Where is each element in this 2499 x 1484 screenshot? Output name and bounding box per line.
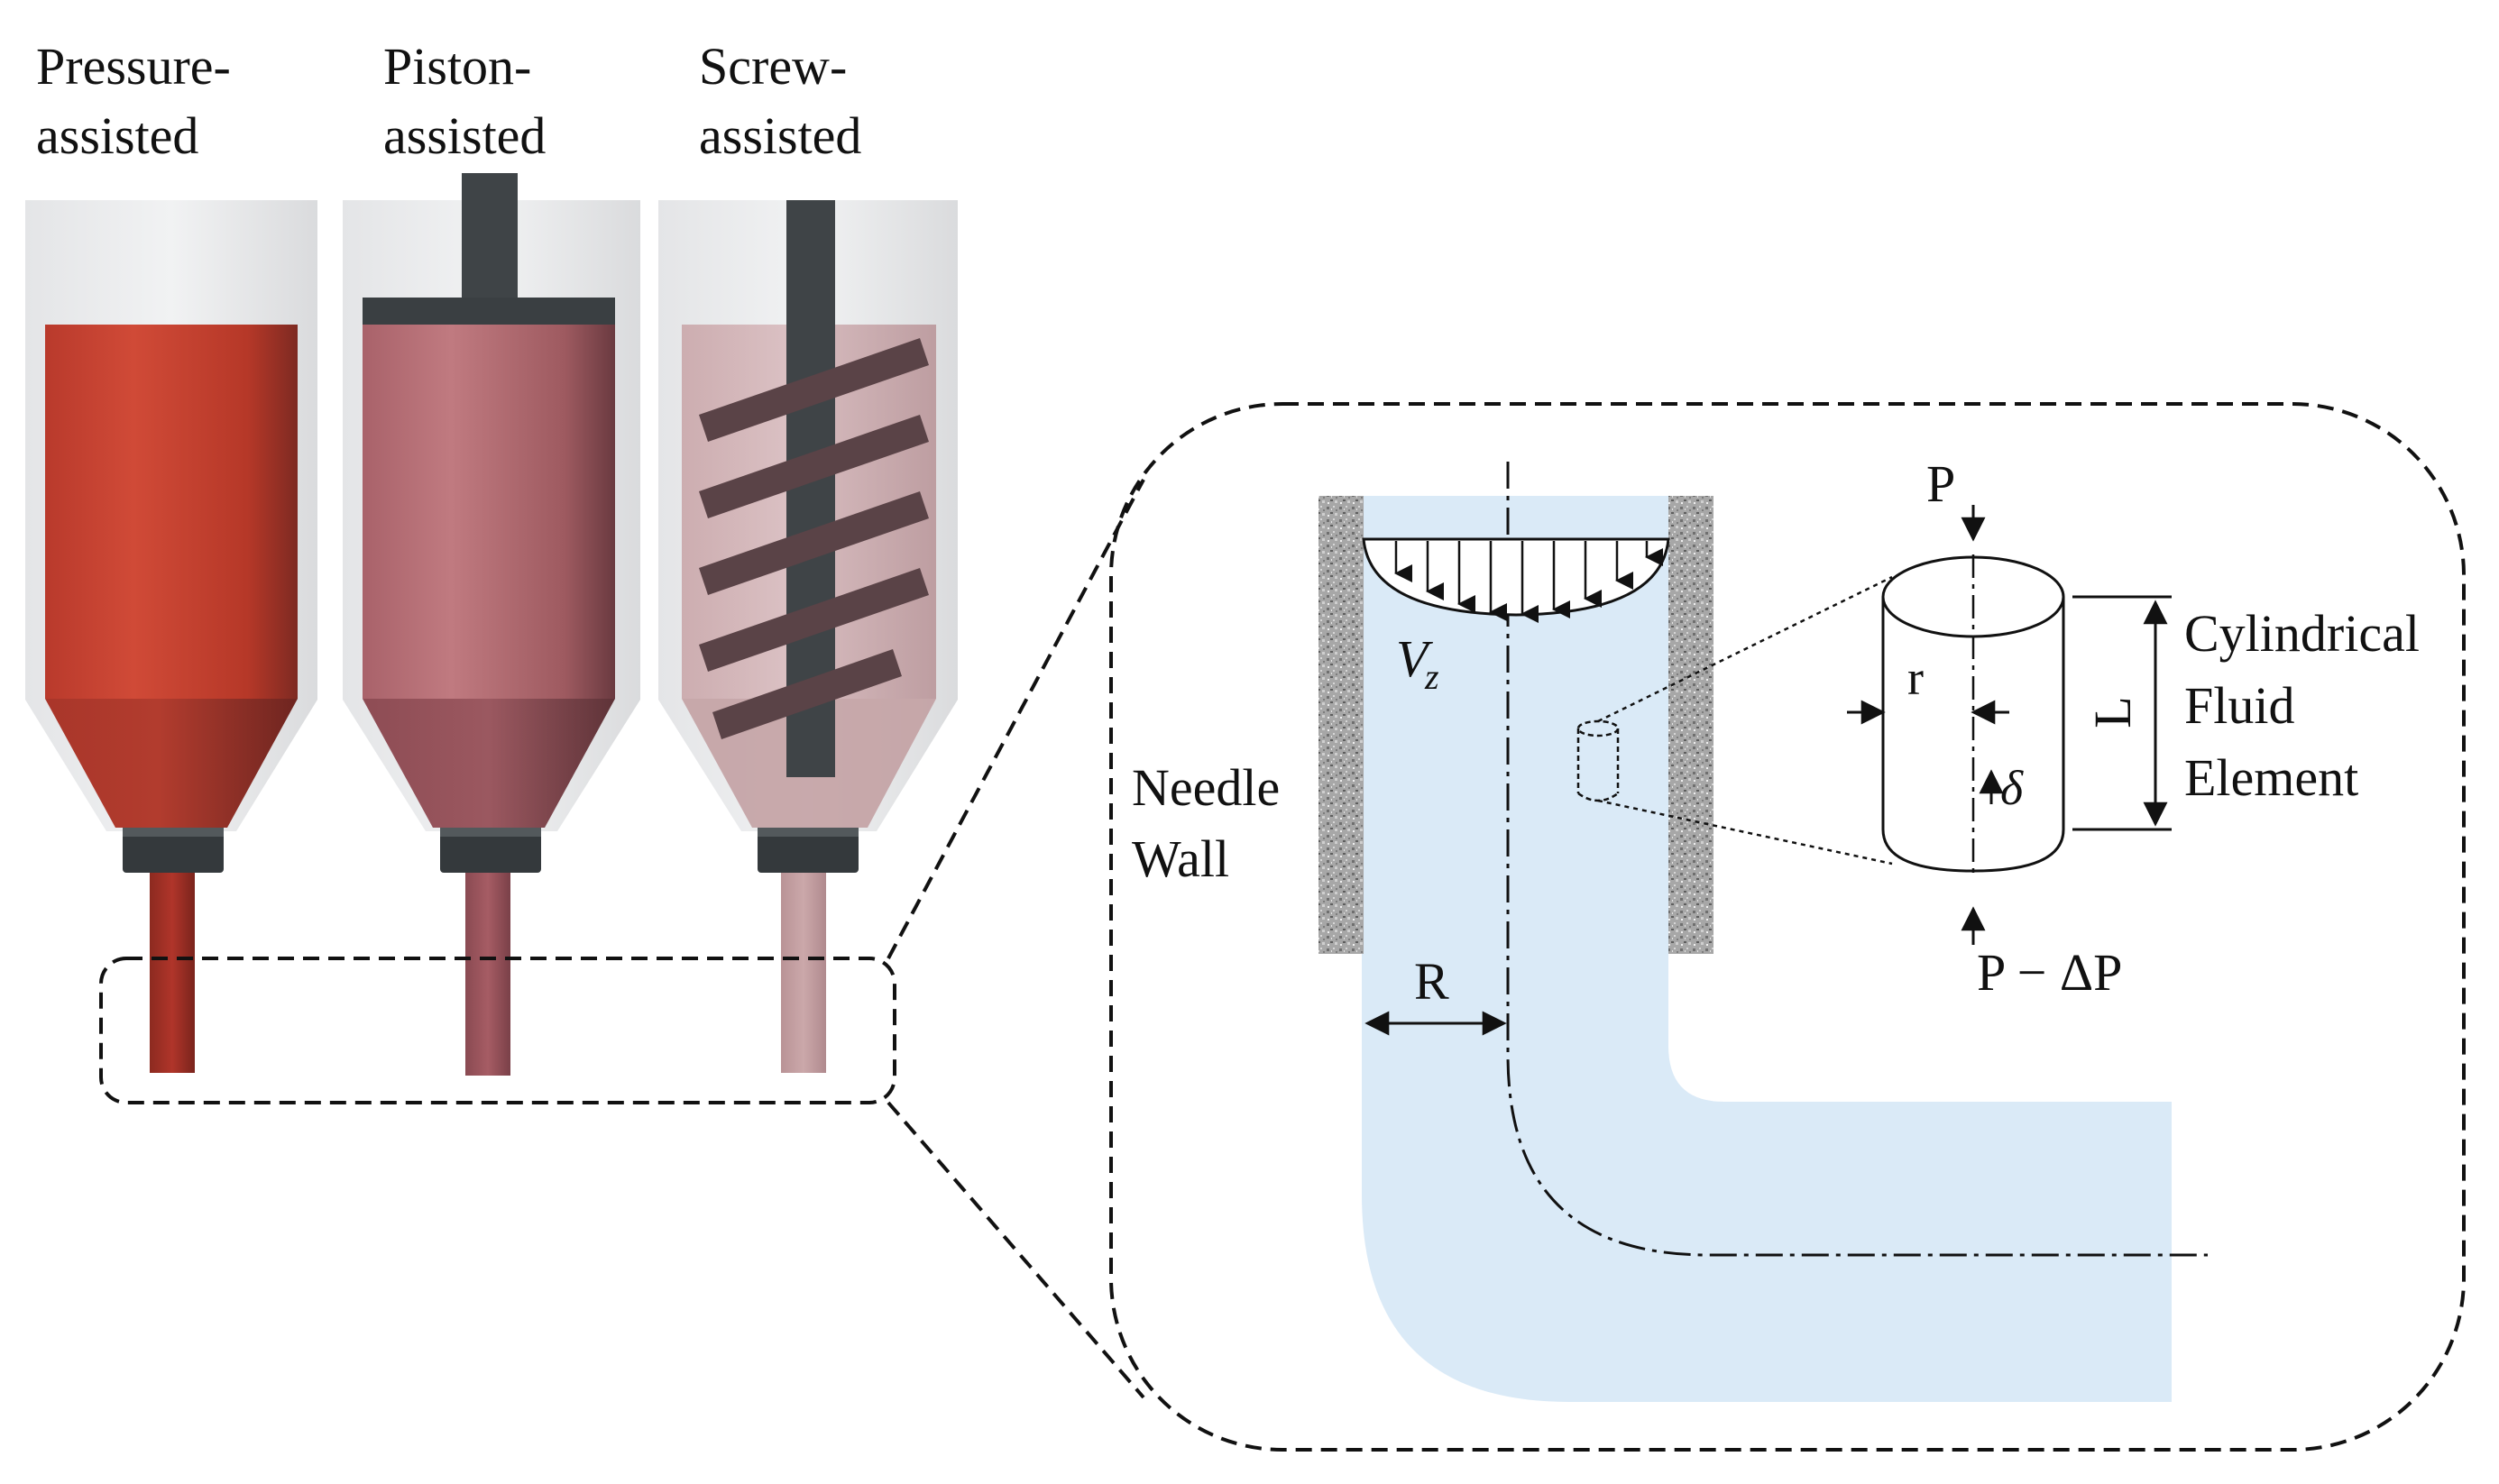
label-pressure-assisted: Pressure- assisted bbox=[36, 37, 231, 165]
velocity-label: V z bbox=[1396, 629, 1439, 697]
zoom-region-box bbox=[99, 957, 896, 1104]
element-caption-line1: Cylindrical bbox=[2184, 604, 2420, 663]
pressure-fluid-cone bbox=[45, 699, 298, 828]
piston-plunger-head bbox=[363, 298, 615, 325]
channel-centerline bbox=[1506, 462, 2208, 1257]
delta-label: δ bbox=[2000, 761, 2024, 815]
piston-label-line2: assisted bbox=[383, 106, 546, 165]
flow-channel bbox=[1362, 496, 2172, 1402]
radius-label: R bbox=[1414, 952, 1449, 1011]
screw-label-line1: Screw- bbox=[699, 37, 847, 96]
pressure-needle bbox=[150, 873, 195, 1073]
needle-wall-right bbox=[1668, 496, 1713, 954]
velocity-subscript: z bbox=[1424, 656, 1439, 697]
needle-wall-label-line1: Needle bbox=[1132, 758, 1280, 817]
element-radius-label: r bbox=[1907, 651, 1924, 705]
element-caption-line3: Element bbox=[2184, 748, 2358, 807]
element-caption-line2: Fluid bbox=[2184, 676, 2295, 735]
pressure-nozzle-collar bbox=[123, 828, 224, 873]
zoom-connector-bottom bbox=[887, 1101, 1145, 1399]
pressure-top-label: P bbox=[1926, 454, 1955, 513]
piston-fluid-column bbox=[363, 325, 615, 699]
pressure-syringe bbox=[25, 200, 317, 1073]
element-zoom-line-top bbox=[1597, 575, 1893, 723]
label-piston-assisted: Piston- assisted bbox=[383, 37, 546, 165]
label-screw-assisted: Screw- assisted bbox=[699, 37, 861, 165]
pressure-label-line1: Pressure- bbox=[36, 37, 231, 96]
piston-nozzle-collar bbox=[440, 828, 541, 873]
pressure-fluid-column bbox=[45, 325, 298, 699]
pressure-bottom-label: P − ΔP bbox=[1977, 943, 2122, 1002]
screw-syringe bbox=[658, 200, 958, 1073]
screw-flights bbox=[699, 338, 929, 739]
piston-needle bbox=[465, 873, 510, 1076]
detail-panel bbox=[1109, 402, 2466, 1452]
piston-label-line1: Piston- bbox=[383, 37, 531, 96]
needle-wall-label-line2: Wall bbox=[1132, 829, 1229, 888]
screw-needle bbox=[781, 873, 826, 1073]
length-label: L bbox=[2083, 696, 2142, 728]
piston-rod bbox=[462, 173, 518, 299]
screw-nozzle-collar bbox=[758, 828, 859, 873]
velocity-symbol: V bbox=[1396, 629, 1434, 688]
needle-wall-left bbox=[1318, 496, 1364, 954]
small-fluid-element bbox=[1576, 719, 1620, 802]
velocity-arrows bbox=[1394, 541, 1663, 623]
pressure-label-line2: assisted bbox=[36, 106, 198, 165]
zoom-connector-top bbox=[887, 479, 1145, 959]
piston-syringe bbox=[343, 173, 640, 1076]
screw-label-line2: assisted bbox=[699, 106, 861, 165]
piston-fluid-cone bbox=[363, 699, 615, 828]
